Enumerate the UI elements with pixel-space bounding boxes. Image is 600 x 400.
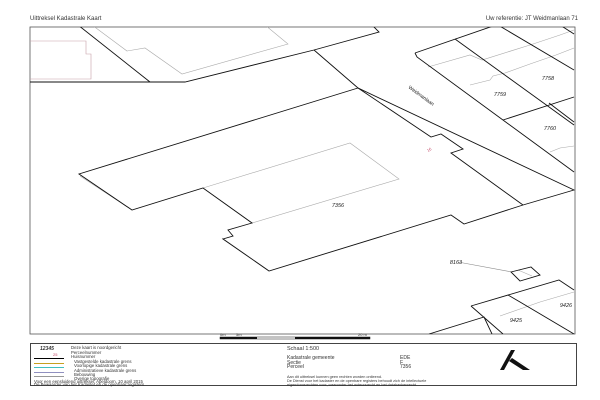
map-frame	[29, 26, 576, 335]
house-number: 16	[426, 146, 433, 153]
field-value: 7356	[400, 364, 412, 370]
parcel-label: 7759	[494, 92, 506, 98]
field-label: Perceel	[287, 364, 304, 370]
field-label: Kadastrale gemeente	[287, 355, 335, 361]
legend-item: Administratieve kadastrale grens	[74, 367, 137, 373]
legend-swatch	[34, 371, 64, 373]
field-value: EDE	[400, 355, 411, 361]
legend-swatch	[34, 376, 64, 377]
legend-panel: 12345 25 Deze kaart is noordgericht Perc…	[30, 343, 577, 387]
disclaimer-line: Aan dit uittreksel kunnen geen rechten w…	[287, 375, 382, 379]
legend-item: Deze kaart is noordgericht	[71, 345, 122, 350]
legend-item: Bebouwing	[74, 372, 96, 377]
reference: Uw referentie: JT Weidmanlaan 71	[485, 16, 578, 22]
scale-label: 5m	[236, 332, 242, 337]
parcel-label: 7356	[332, 203, 345, 209]
disclaimer-line: De Dienst voor het kadaster en de openba…	[287, 379, 427, 384]
parcel-label: 7760	[544, 126, 557, 132]
scale-label: 20 m	[358, 332, 368, 337]
field-value: F	[400, 359, 404, 366]
scale-label: 0m	[220, 332, 226, 337]
legend-item: Vastgestelde kadastrale grens	[74, 358, 132, 364]
map-title: Uittreksel Kadastrale Kaart	[30, 16, 102, 22]
legend-footer: Voor een eensluidend uittreksel, Apeldoo…	[34, 378, 143, 384]
disclaimer-line: eigendomsrechten voor, waaronder het aut…	[287, 383, 418, 388]
parcel-label: 8163	[450, 260, 463, 266]
parcel-label: 9426	[560, 303, 573, 309]
legend-item: Perceelnummer	[71, 349, 102, 355]
legend-item: Overige topografie	[74, 376, 110, 381]
parcel-label: 7758	[542, 76, 555, 82]
legend-swatch	[34, 358, 64, 359]
legend-item: Voorlopige kadastrale grens	[74, 363, 128, 368]
parcel-boundaries	[30, 27, 575, 334]
legend-swatch	[34, 367, 64, 368]
legend-sample-number: 12345	[40, 346, 54, 352]
legend-item: Huisnummer	[71, 354, 96, 359]
legend-swatch	[34, 362, 64, 364]
legend-sample-house-number: 25	[53, 352, 58, 357]
field-label: Sectie	[287, 359, 301, 366]
scale-bar: 0m 5m 20 m	[219, 332, 371, 340]
scale-text: Schaal 1:500	[287, 346, 320, 352]
info-panel: Schaal 1:500 Kadastrale gemeente EDE Sect…	[287, 346, 426, 387]
kadaster-logo-icon	[500, 350, 530, 370]
legend-footer: De Bewaarder van het Kadaster en de open…	[34, 382, 145, 387]
parcel-label: 9425	[510, 318, 523, 324]
building-left	[30, 40, 92, 80]
